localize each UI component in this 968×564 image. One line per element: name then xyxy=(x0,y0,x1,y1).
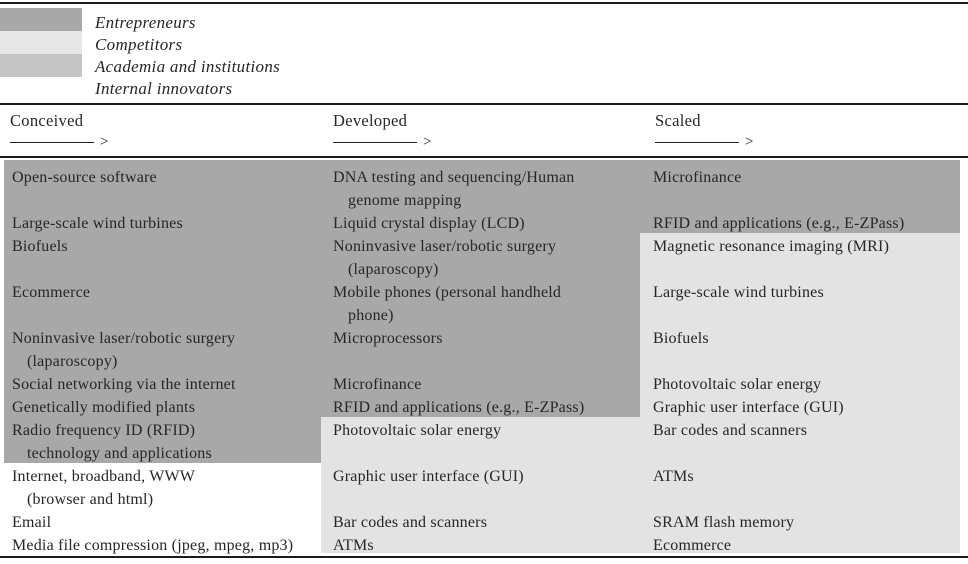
stage-header-developed: Developed xyxy=(333,111,408,130)
innovation-item: Media file compression (jpeg, mpeg, mp3) xyxy=(12,537,294,554)
legend-label-academia: Academia and institutions xyxy=(95,57,281,76)
innovation-item: SRAM flash memory xyxy=(653,514,795,531)
innovation-item: Magnetic resonance imaging (MRI) xyxy=(653,238,890,255)
innovation-item: Bar codes and scanners xyxy=(653,422,808,439)
region-conceived-entrepreneurs xyxy=(4,160,321,463)
innovation-item: Microfinance xyxy=(653,169,742,186)
innovation-item: Noninvasive laser/robotic surgery xyxy=(12,330,236,347)
top-rule xyxy=(0,2,968,4)
innovation-item: Liquid crystal display (LCD) xyxy=(333,215,525,232)
innovation-item-continued: technology and applications xyxy=(27,445,212,462)
innovation-item: Noninvasive laser/robotic surgery xyxy=(333,238,557,255)
region-developed-entrepreneurs xyxy=(321,160,640,417)
arrow-line-icon xyxy=(10,141,94,143)
innovation-item: Genetically modified plants xyxy=(12,399,196,416)
stage-arrow-scaled: > xyxy=(655,133,753,151)
innovation-item: Open-source software xyxy=(12,169,157,186)
legend-swatch-competitors xyxy=(0,31,82,54)
innovation-item-continued: (laparoscopy) xyxy=(27,353,118,370)
innovation-item-continued: (laparoscopy) xyxy=(348,261,439,278)
stage-header-scaled: Scaled xyxy=(655,111,701,130)
legend-label-entrepreneurs: Entrepreneurs xyxy=(95,13,196,32)
innovation-item: Biofuels xyxy=(12,238,68,255)
innovation-item: Email xyxy=(12,514,52,531)
innovation-item: Large-scale wind turbines xyxy=(12,215,183,232)
legend-swatch-entrepreneurs xyxy=(0,8,82,31)
legend-swatch-internal xyxy=(0,77,82,100)
innovation-item: Ecommerce xyxy=(653,537,732,554)
innovation-item-continued: phone) xyxy=(348,307,394,324)
innovation-item: DNA testing and sequencing/Human xyxy=(333,169,575,186)
region-developed-competitors xyxy=(321,417,640,553)
legend-divider-rule xyxy=(0,103,968,105)
innovation-item: Bar codes and scanners xyxy=(333,514,488,531)
innovation-item: Biofuels xyxy=(653,330,709,347)
innovation-item: Radio frequency ID (RFID) xyxy=(12,422,196,439)
innovation-item: Photovoltaic solar energy xyxy=(333,422,502,439)
innovation-item-continued: (browser and html) xyxy=(27,491,154,508)
arrow-head-icon: > xyxy=(745,134,754,150)
innovation-item: Microprocessors xyxy=(333,330,443,347)
stage-arrow-conceived: > xyxy=(10,133,108,151)
innovation-item: Internet, broadband, WWW xyxy=(12,468,196,485)
innovation-item: Microfinance xyxy=(333,376,422,393)
region-scaled-entrepreneurs xyxy=(640,160,960,233)
arrow-line-icon xyxy=(333,141,417,143)
legend-label-internal: Internal innovators xyxy=(95,79,233,98)
innovation-item: RFID and applications (e.g., E-ZPass) xyxy=(333,399,585,416)
legend-swatch-academia xyxy=(0,54,82,77)
stage-header-conceived: Conceived xyxy=(10,111,84,130)
header-divider-rule xyxy=(0,156,968,158)
innovation-item: Ecommerce xyxy=(12,284,91,301)
innovation-item: Large-scale wind turbines xyxy=(653,284,824,301)
arrow-head-icon: > xyxy=(100,134,109,150)
innovation-item-continued: genome mapping xyxy=(348,192,462,209)
stage-arrow-developed: > xyxy=(333,133,431,151)
legend-label-competitors: Competitors xyxy=(95,35,183,54)
region-scaled-competitors xyxy=(640,233,960,553)
innovation-item: Social networking via the internet xyxy=(12,376,236,393)
innovation-item: Photovoltaic solar energy xyxy=(653,376,822,393)
innovation-item: Graphic user interface (GUI) xyxy=(333,468,524,485)
bottom-rule xyxy=(0,556,968,558)
innovation-item: Graphic user interface (GUI) xyxy=(653,399,844,416)
innovation-item: RFID and applications (e.g., E-ZPass) xyxy=(653,215,905,232)
innovation-item: ATMs xyxy=(653,468,694,485)
innovation-item: ATMs xyxy=(333,537,374,554)
innovation-item: Mobile phones (personal handheld xyxy=(333,284,562,301)
arrow-head-icon: > xyxy=(423,134,432,150)
arrow-line-icon xyxy=(655,141,739,143)
